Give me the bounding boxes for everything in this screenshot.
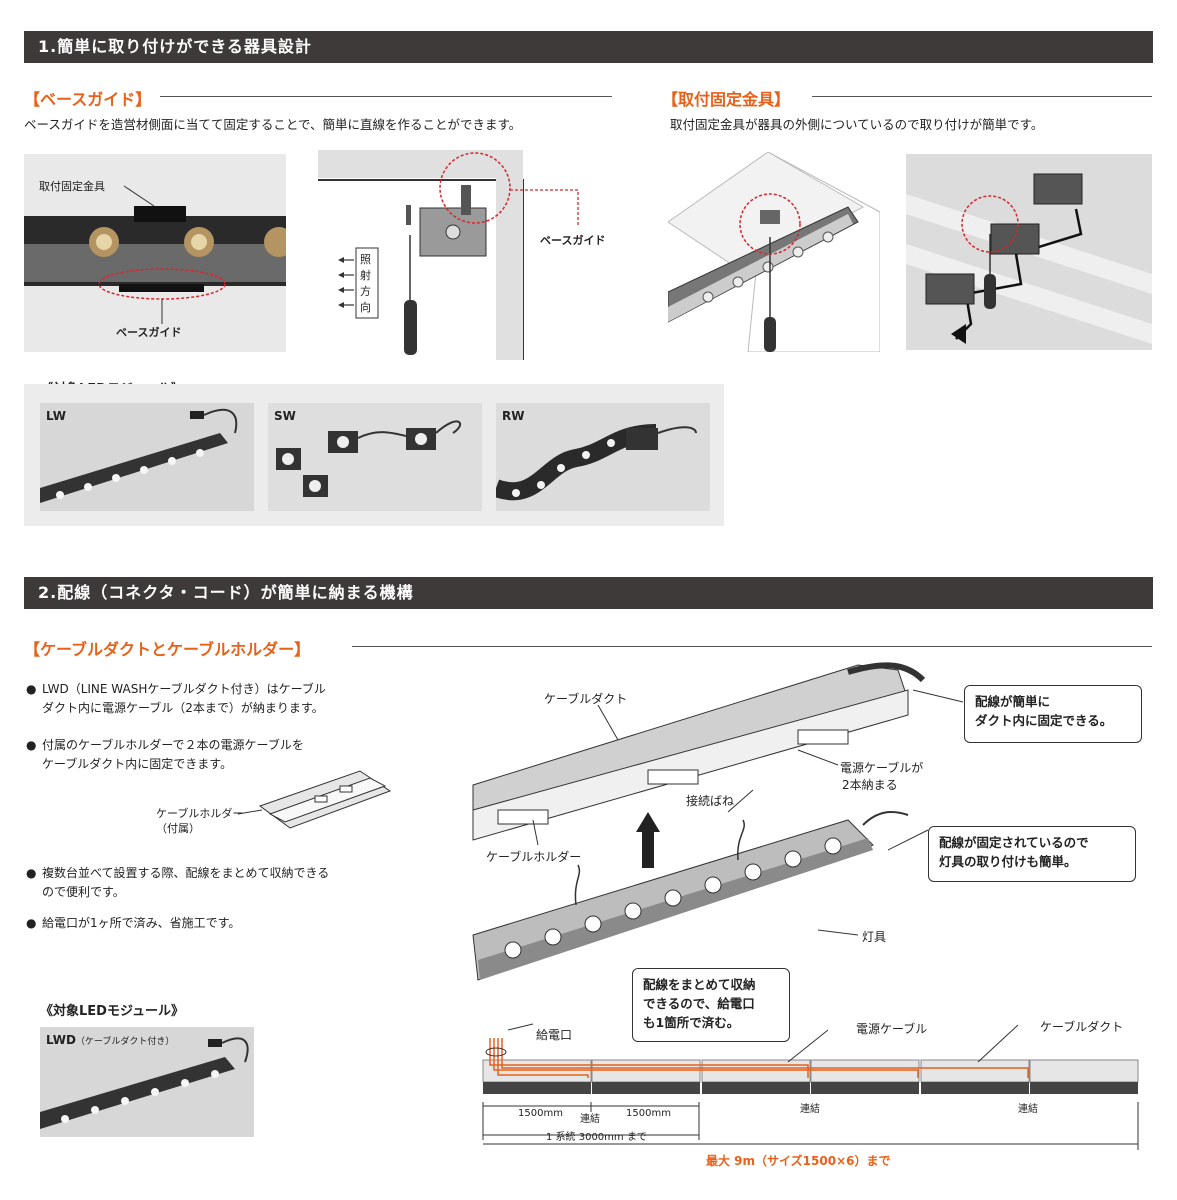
module-lwd-name: LWD bbox=[46, 1033, 76, 1047]
holder-label-line-1: ケーブルホルダー bbox=[156, 807, 244, 820]
callout-feed: 配線をまとめて収納 できるので、給電口 も1箇所で済む。 bbox=[632, 968, 790, 1042]
layout-len1: 1500mm bbox=[518, 1108, 563, 1119]
module-lwd-sub: （ケーブルダクト付き） bbox=[75, 1037, 175, 1047]
module-lwd: LWD（ケーブルダクト付き） bbox=[40, 1027, 254, 1137]
holder-figure: ケーブルホルダー （付属） bbox=[150, 766, 400, 846]
bracket-desc: 取付固定金具が器具の外側についているので取り付けが簡単です。 bbox=[670, 117, 1044, 132]
module-lw: LW bbox=[40, 403, 254, 511]
module-sw: SW bbox=[268, 403, 482, 511]
layout-diagram: 給電口 電源ケーブル ケーブルダクト 1500mm 連結 1500mm 連結 連… bbox=[478, 1020, 1148, 1180]
layout-duct-label: ケーブルダクト bbox=[1040, 1020, 1124, 1034]
label-fixture: 灯具 bbox=[862, 930, 887, 944]
label-cables: 電源ケーブルが 2本納まる bbox=[840, 760, 923, 794]
layout-system: 1 系統 3000mm まで bbox=[546, 1132, 647, 1143]
bullet-2-line-1: 付属のケーブルホルダーで２本の電源ケーブルを bbox=[42, 738, 304, 752]
holder-label: ケーブルホルダー （付属） bbox=[156, 806, 243, 836]
bullet-mark: ● bbox=[26, 682, 37, 696]
direction-char: 射 bbox=[360, 269, 371, 282]
label-cables-line-1: 電源ケーブルが bbox=[840, 761, 924, 775]
label-spring: 接続ばね bbox=[686, 794, 735, 808]
module-sw-label: SW bbox=[274, 409, 296, 423]
bracket-rule bbox=[812, 96, 1152, 97]
label-cable-duct: ケーブルダクト bbox=[544, 692, 628, 706]
callout-feed-line-3: も1箇所で済む。 bbox=[643, 1015, 740, 1030]
bullet-4-line-1: 給電口が1ヶ所で済み、省施工です。 bbox=[42, 916, 241, 930]
photo-label-base-guide: ベースガイド bbox=[116, 326, 182, 339]
base-guide-rule bbox=[160, 96, 612, 97]
layout-feed-label: 給電口 bbox=[536, 1028, 573, 1042]
module-rw-label: RW bbox=[502, 409, 525, 423]
bullet-3-line-1: 複数台並べて設置する際、配線をまとめて収納できる bbox=[42, 866, 330, 880]
photo-label-bracket: 取付固定金具 bbox=[39, 180, 105, 193]
bracket-heading: 【取付固定金具】 bbox=[662, 90, 791, 109]
module-rw: RW bbox=[496, 403, 710, 511]
callout-feed-line-2: できるので、給電口 bbox=[643, 996, 755, 1011]
layout-joint-1: 連結 bbox=[580, 1114, 600, 1125]
bullet-2: ● 付属のケーブルホルダーで２本の電源ケーブルを ケーブルダクト内に固定できます。 bbox=[26, 736, 416, 774]
direction-char: 向 bbox=[360, 301, 371, 314]
cable-rule bbox=[352, 646, 1152, 647]
section2-title-bar: 2.配線（コネクタ・コード）が簡単に納まる機構 bbox=[24, 577, 1153, 609]
module-lw-label: LW bbox=[46, 409, 66, 423]
diagram-label-base-guide: ベースガイド bbox=[540, 234, 606, 247]
layout-cable-label: 電源ケーブル bbox=[856, 1022, 928, 1036]
callout-duct-line-1: 配線が簡単に bbox=[975, 694, 1051, 709]
base-guide-diagram: 照 射 方 向 ベースガイド bbox=[318, 150, 628, 362]
callout-fixture-line-1: 配線が固定されているので bbox=[939, 835, 1089, 850]
layout-max: 最大 9m（サイズ1500×6）まで bbox=[706, 1154, 891, 1168]
callout-duct: 配線が簡単に ダクト内に固定できる。 bbox=[964, 685, 1142, 743]
callout-fixture-line-2: 灯具の取り付けも簡単。 bbox=[939, 854, 1077, 869]
holder-label-line-2: （付属） bbox=[156, 822, 200, 835]
base-guide-photo: 取付固定金具 ベースガイド bbox=[24, 154, 286, 352]
direction-char: 照 bbox=[360, 253, 371, 266]
layout-joint-3: 連結 bbox=[1018, 1104, 1038, 1115]
direction-label: 照 射 方 向 bbox=[360, 252, 371, 316]
bullet-1-line-2: ダクト内に電源ケーブル（2本まで）が納まります。 bbox=[42, 701, 324, 715]
bracket-diagram-1 bbox=[668, 152, 880, 352]
section1-title-bar: 1.簡単に取り付けができる器具設計 bbox=[24, 31, 1153, 63]
lwd-module-heading: 《対象LEDモジュール》 bbox=[40, 1004, 185, 1019]
bullet-mark: ● bbox=[26, 738, 37, 752]
callout-fixture: 配線が固定されているので 灯具の取り付けも簡単。 bbox=[928, 826, 1136, 882]
direction-char: 方 bbox=[360, 285, 371, 298]
layout-len2: 1500mm bbox=[626, 1108, 671, 1119]
bullet-3: ● 複数台並べて設置する際、配線をまとめて収納できる ので便利です。 bbox=[26, 864, 416, 902]
bullet-2-line-2: ケーブルダクト内に固定できます。 bbox=[42, 757, 233, 771]
bracket-diagram-2 bbox=[906, 154, 1152, 350]
section2-title: 2.配線（コネクタ・コード）が簡単に納まる機構 bbox=[38, 583, 414, 602]
bullet-mark: ● bbox=[26, 866, 37, 880]
base-guide-desc: ベースガイドを造営材側面に当てて固定することで、簡単に直線を作ることができます。 bbox=[24, 117, 522, 132]
cable-duct-diagram: ケーブルダクト 電源ケーブルが 2本納まる 接続ばね ケーブルホルダー 灯具 bbox=[468, 660, 1153, 1020]
bullet-3-line-2: ので便利です。 bbox=[42, 885, 125, 899]
bullet-1: ● LWD（LINE WASHケーブルダクト付き）はケーブル ダクト内に電源ケーブ… bbox=[26, 680, 416, 718]
bullet-mark: ● bbox=[26, 916, 37, 930]
layout-joint-2: 連結 bbox=[800, 1104, 820, 1115]
callout-feed-line-1: 配線をまとめて収納 bbox=[643, 977, 756, 992]
label-cables-line-2: 2本納まる bbox=[842, 778, 898, 792]
section1-title: 1.簡単に取り付けができる器具設計 bbox=[38, 37, 312, 56]
base-guide-heading: 【ベースガイド】 bbox=[24, 90, 152, 109]
bullet-4: ● 給電口が1ヶ所で済み、省施工です。 bbox=[26, 914, 416, 933]
bullet-1-line-1: LWD（LINE WASHケーブルダクト付き）はケーブル bbox=[42, 682, 326, 696]
callout-duct-line-2: ダクト内に固定できる。 bbox=[975, 713, 1113, 728]
cable-heading: 【ケーブルダクトとケーブルホルダー】 bbox=[24, 640, 311, 659]
label-holder: ケーブルホルダー bbox=[486, 850, 582, 864]
module-lwd-label: LWD（ケーブルダクト付き） bbox=[46, 1033, 174, 1047]
